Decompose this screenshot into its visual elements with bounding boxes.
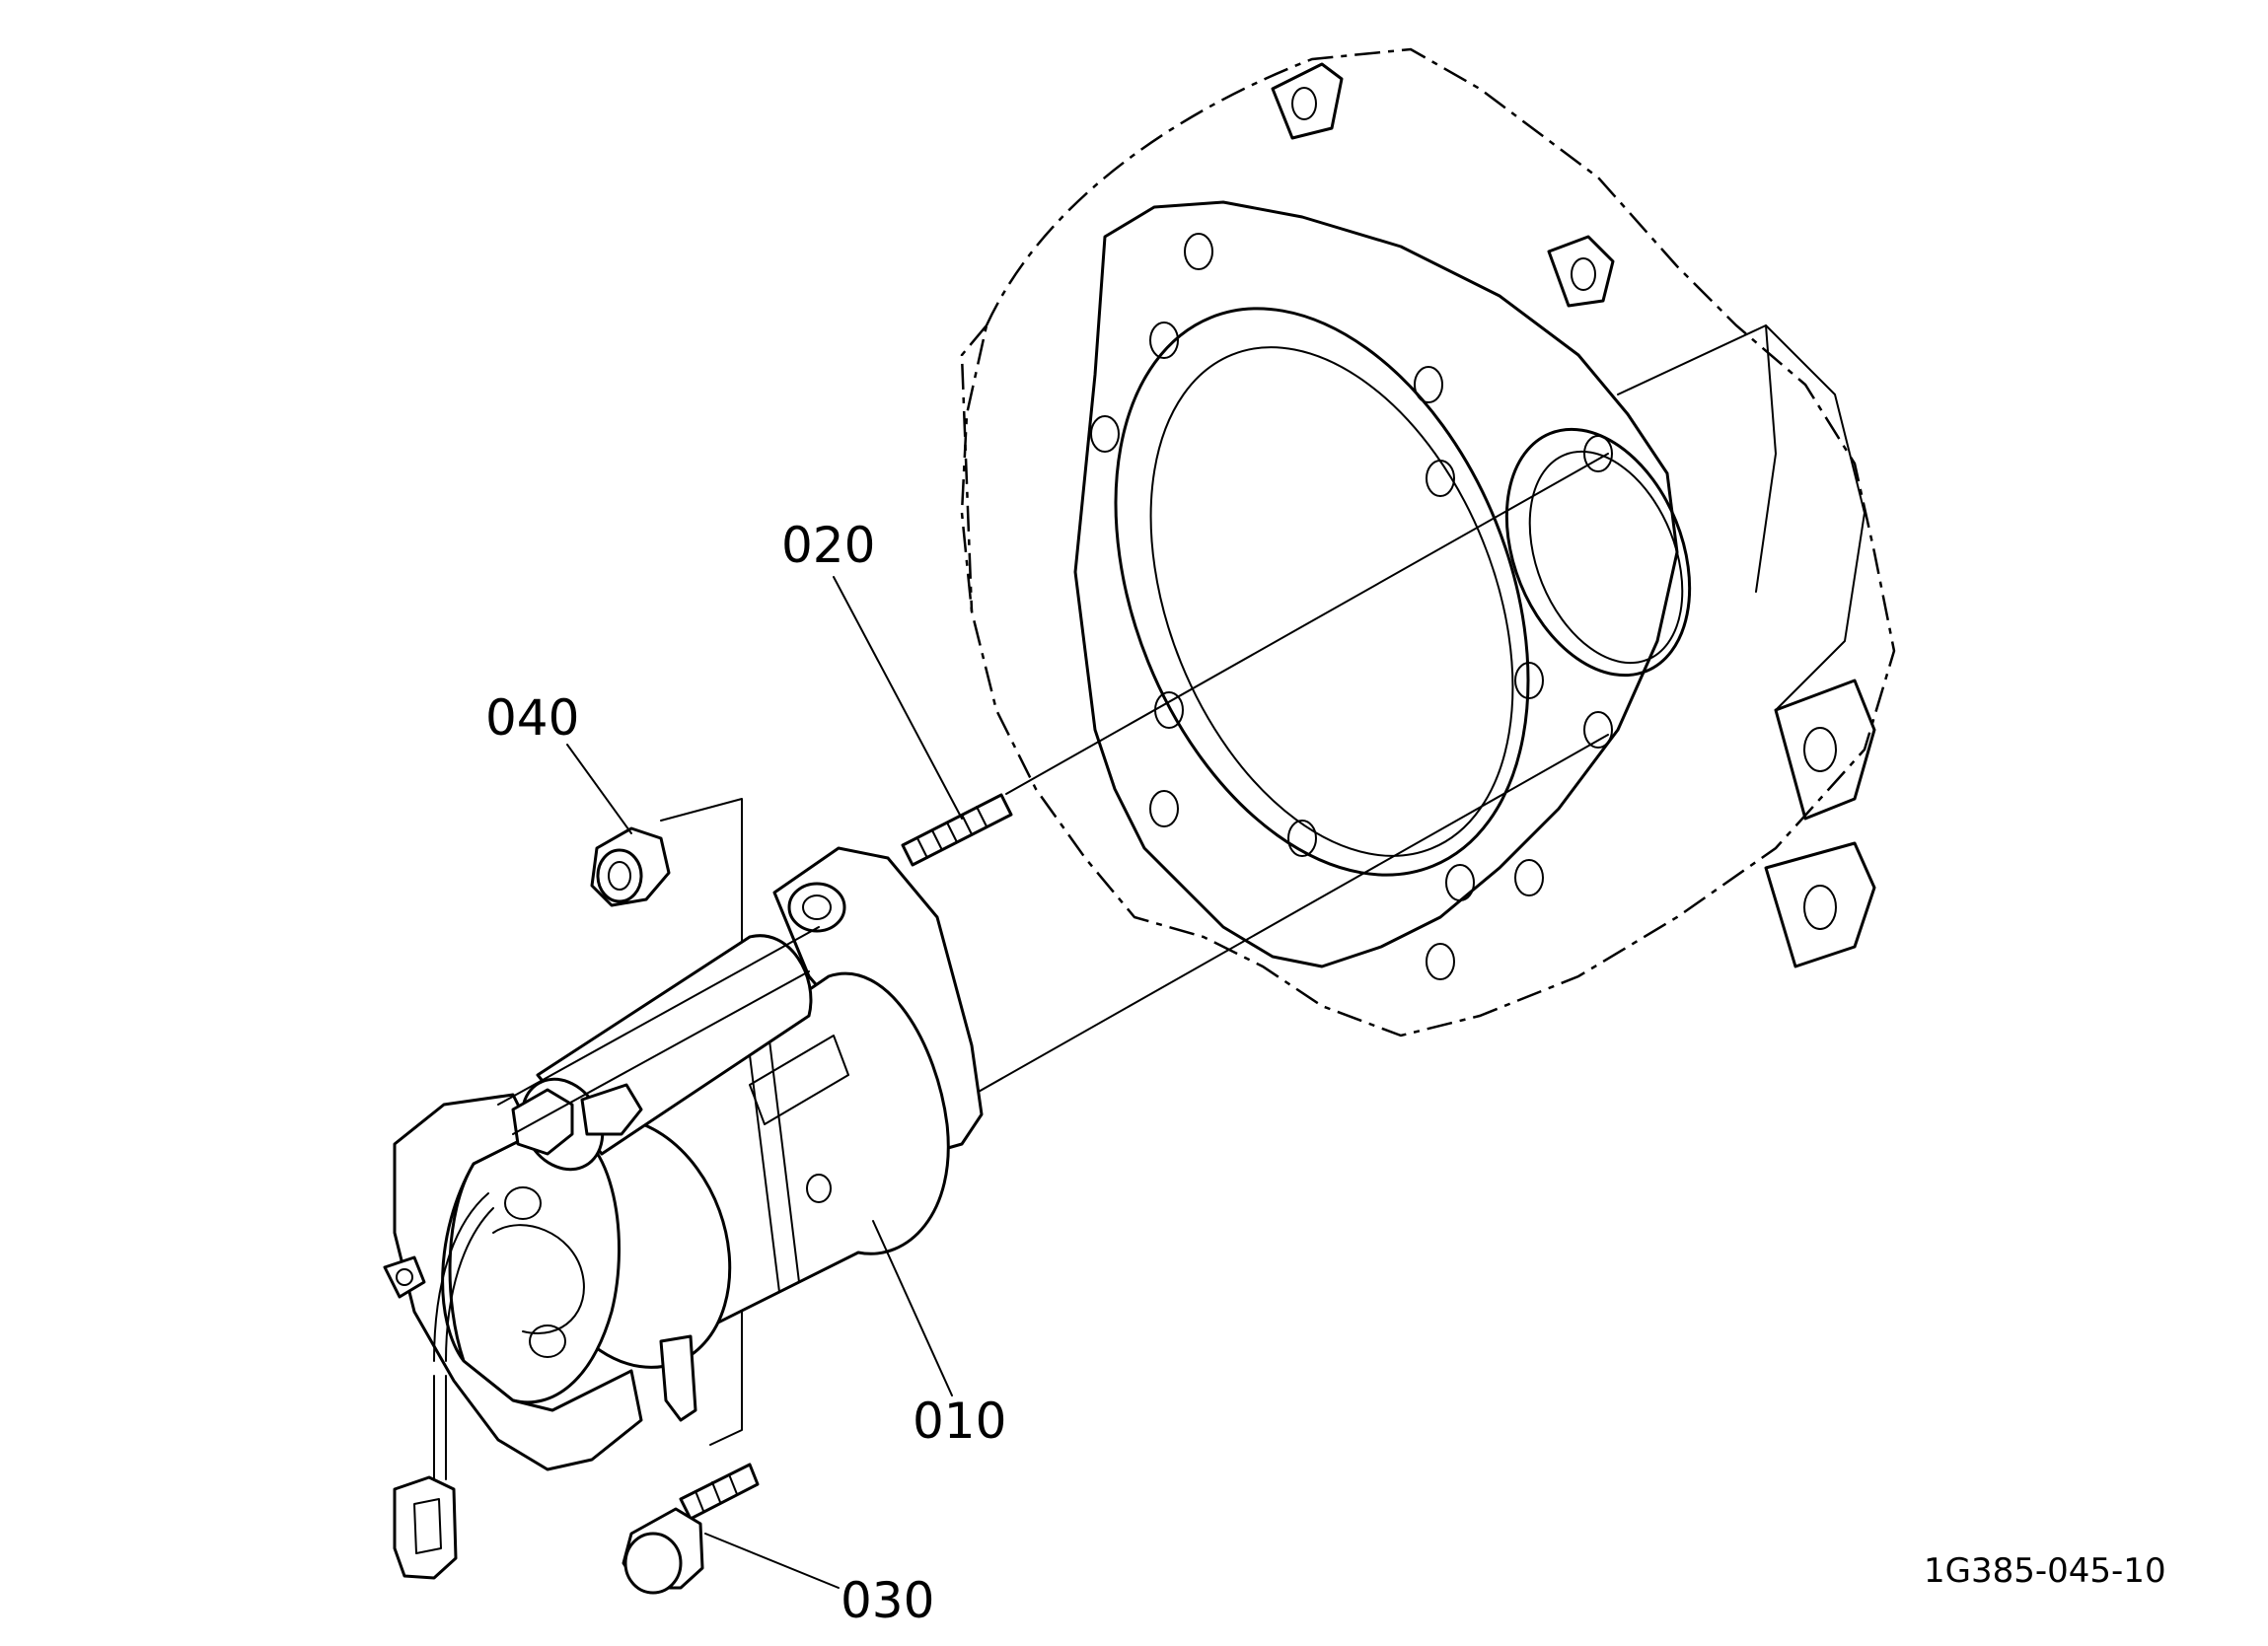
bolt-030 <box>622 1463 760 1595</box>
starter-motor-010 <box>383 846 984 1471</box>
drawing-code: 1G385-045-10 <box>1924 1551 2166 1591</box>
label-040: 040 <box>485 689 579 747</box>
label-030: 030 <box>841 1572 934 1629</box>
stud-020 <box>901 793 1013 867</box>
flywheel-housing <box>960 47 1896 1038</box>
label-010: 010 <box>913 1393 1006 1450</box>
nut-040 <box>590 826 671 907</box>
wire-harness <box>393 1192 494 1580</box>
label-020: 020 <box>781 517 875 574</box>
leader-lines <box>566 576 963 1589</box>
